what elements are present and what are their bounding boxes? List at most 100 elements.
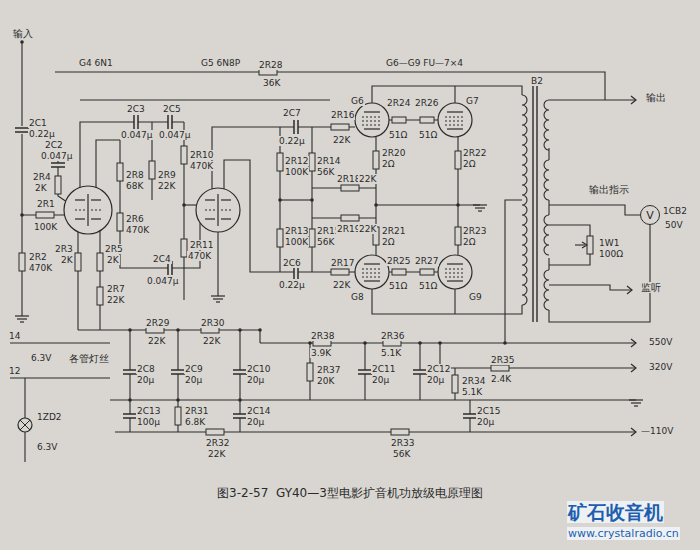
terminal-arrow [631,428,636,436]
component-label: 2R25 [386,256,411,266]
component-label: 22K [157,181,176,191]
capacitor-symbol [171,370,185,374]
capacitor-symbol [233,414,247,418]
component-label: 2R31 [184,406,209,416]
component-label: 470K [28,263,53,273]
junction-dot [456,203,460,207]
component-label: 0.047μ [40,151,74,161]
component-label: 2C2 [44,140,64,150]
capacitor-symbol [358,370,372,374]
component-label: 1ZD2 [36,412,63,422]
ground-symbol [629,400,643,406]
junction-dot [438,341,442,345]
resistor-symbol [392,269,406,275]
component-label: 1CB2 [662,206,688,216]
component-label: B2 [530,76,544,86]
component-label: 51Ω [388,130,408,140]
wire [454,86,455,103]
resistor-symbol [452,375,458,393]
component-label: 2C6 [282,258,302,268]
component-label: 470K [125,225,150,235]
component-label: 2R28 [258,60,283,70]
component-label: 2R34 [461,376,486,386]
component-label: 2R16 [330,110,355,120]
resistor-symbol [277,229,283,247]
wire [548,200,549,215]
component-label: —110V [640,426,674,436]
junction-dot [182,203,186,207]
wire [77,232,78,330]
capacitor-symbol [134,115,138,129]
component-label: 2R12 [284,156,309,166]
capacitor-symbol [413,370,427,374]
junction-dot [176,328,180,332]
wire [454,289,455,314]
component-label: 0.22μ [28,129,56,139]
resistor-symbol [181,146,187,164]
component-label: 22K [106,295,125,305]
tube-symbol [438,255,472,289]
component-label: 68K [125,181,144,191]
figure-caption: 图3-2-57 GY40—3型电影扩音机功放级电原理图 [0,486,700,500]
component-label: 14 [8,331,21,341]
component-label: 22K [332,135,351,145]
component-label: 输入 [12,28,34,39]
junction-dot [20,40,24,44]
component-label: 输出 [645,92,667,103]
wire [110,399,636,400]
terminal-arrow [627,286,632,294]
component-label: 2R37 [316,365,341,375]
component-label: 100μ [136,417,161,427]
resistor-symbol [391,429,409,435]
component-label: G6 [350,96,365,106]
junction-dot [128,328,132,332]
component-label: 2R2 [28,252,48,262]
transformer-winding [544,100,549,150]
capacitor-symbol [123,414,137,418]
wire [457,137,458,205]
component-label: 20μ [476,417,495,427]
wire [184,204,196,205]
junction-dot [238,328,242,332]
component-label: 2R9 [157,170,177,180]
junction-dot [238,398,242,402]
component-label: 5.1K [380,348,402,358]
resistor-symbol [373,151,379,169]
component-label: 0.047μ [146,276,180,286]
component-label: 6.3V [30,353,52,363]
component-label: G4 6N1 [78,58,114,68]
component-label: 22K [147,336,166,346]
component-label: 2R20 [381,148,406,158]
component-label: 2R11 [189,240,214,250]
component-label: 2R4 [32,172,52,182]
component-label: 2R24 [386,98,411,108]
resistor-symbol [341,185,359,191]
component-label: 2Ω [462,237,477,247]
wiper-arrow [582,242,587,248]
component-label: G5 6N8P [200,58,241,68]
component-label: 50V [664,220,684,230]
capacitor-symbol [51,163,65,167]
component-label: 51Ω [418,130,438,140]
component-label: 2C11 [371,364,396,374]
component-label: 2R22 [462,148,487,158]
wire [375,137,376,205]
component-label: 2R26 [414,98,439,108]
component-label: 0.047μ [120,130,154,140]
component-label: 56K [392,449,411,459]
wire [80,99,330,100]
junction-dot [310,198,314,202]
ground-symbol [15,316,29,322]
resistor-symbol [149,161,155,179]
component-label: 100K [284,167,309,177]
capacitor-symbol [168,115,172,129]
junction-dot [503,341,507,345]
component-label: 2K [34,183,48,193]
capacitor-symbol [233,370,247,374]
component-label: 输出指示 [588,184,630,195]
component-label: 2C12 [426,364,451,374]
wire [212,127,355,189]
component-label: 22K [202,336,221,346]
transformer-winding [544,160,549,200]
